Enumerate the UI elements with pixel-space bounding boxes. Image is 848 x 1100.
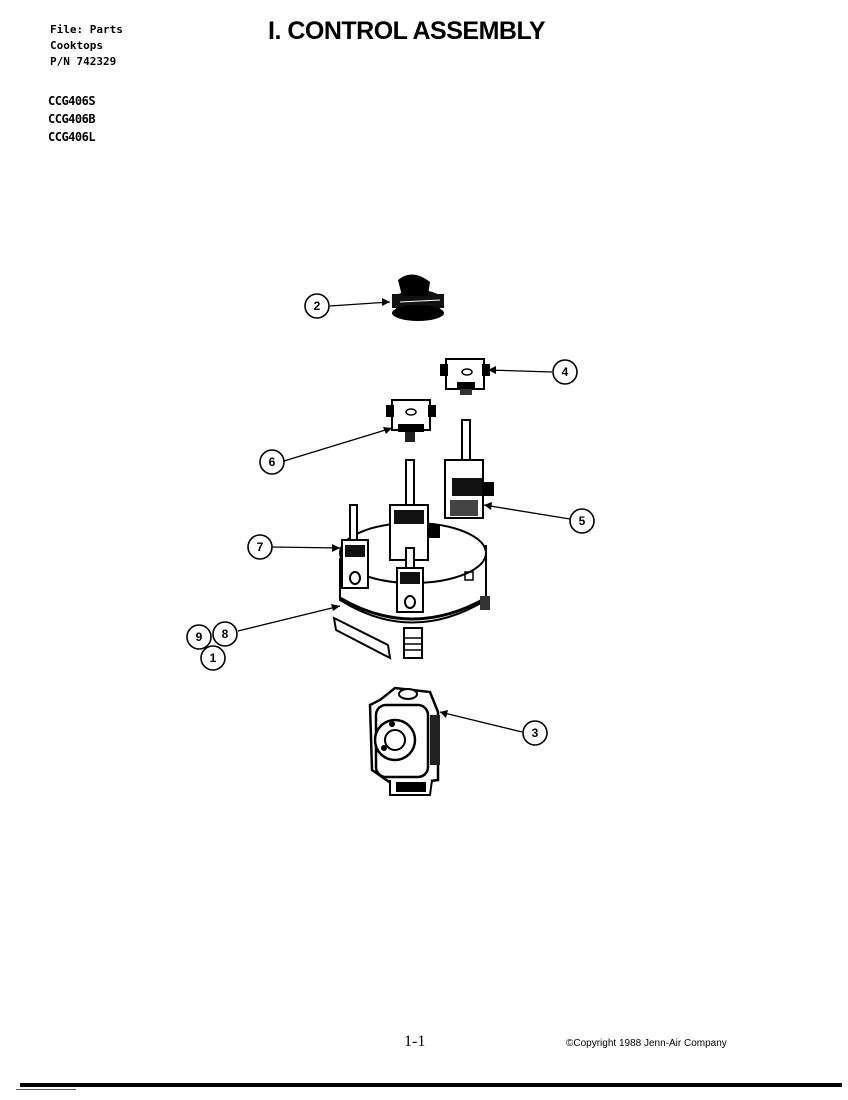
ignitor-valve-drawing bbox=[368, 686, 440, 796]
callout-9-label: 9 bbox=[196, 630, 203, 644]
part-number-label: P/N 742329 bbox=[50, 55, 117, 68]
front-valve-drawing bbox=[396, 547, 424, 613]
file-label: File: Parts bbox=[50, 23, 123, 36]
left-switch-drawing bbox=[341, 504, 369, 589]
callout-2-circle bbox=[304, 293, 330, 319]
model-item: CCG406B bbox=[48, 112, 96, 126]
callout-7-label: 7 bbox=[257, 540, 264, 554]
leader-arrowheads bbox=[331, 298, 496, 718]
callouts bbox=[186, 293, 595, 746]
callout-8-circle bbox=[212, 621, 238, 647]
page-number: 1-1 bbox=[404, 1033, 426, 1050]
category-label: Cooktops bbox=[50, 39, 103, 52]
callout-4-circle bbox=[552, 359, 578, 385]
model-list: CCG406S CCG406B CCG406L bbox=[48, 92, 96, 146]
bottom-rule bbox=[20, 1083, 842, 1087]
leader-lines bbox=[237, 301, 571, 733]
model-item: CCG406L bbox=[48, 130, 96, 144]
control-knob-drawing bbox=[392, 274, 444, 321]
callout-1-circle bbox=[200, 645, 226, 671]
callout-9-circle bbox=[186, 624, 212, 650]
file-header: File: Parts Cooktops P/N 742329 bbox=[50, 22, 123, 70]
callout-1-label: 1 bbox=[210, 651, 217, 665]
callout-6-circle bbox=[259, 449, 285, 475]
switch-bracket-drawing bbox=[440, 358, 490, 395]
callout-8-label: 8 bbox=[222, 627, 229, 641]
valve-bracket-drawing bbox=[386, 399, 436, 442]
callout-3-label: 3 bbox=[532, 726, 539, 740]
callout-3-circle bbox=[522, 720, 548, 746]
callout-4-label: 4 bbox=[562, 365, 569, 379]
callout-5-label: 5 bbox=[579, 514, 586, 528]
page-title: I. CONTROL ASSEMBLY bbox=[268, 17, 546, 45]
callout-6-label: 6 bbox=[269, 455, 276, 469]
switch-drawing bbox=[444, 419, 494, 519]
model-item: CCG406S bbox=[48, 94, 96, 108]
callout-labels: 2 4 6 5 7 8 9 1 3 bbox=[196, 299, 586, 740]
copyright-notice: ©Copyright 1988 Jenn-Air Company bbox=[566, 1038, 727, 1049]
callout-2-label: 2 bbox=[314, 299, 321, 313]
bottom-rule-accent bbox=[16, 1089, 76, 1090]
callout-5-circle bbox=[569, 508, 595, 534]
callout-7-circle bbox=[247, 534, 273, 560]
